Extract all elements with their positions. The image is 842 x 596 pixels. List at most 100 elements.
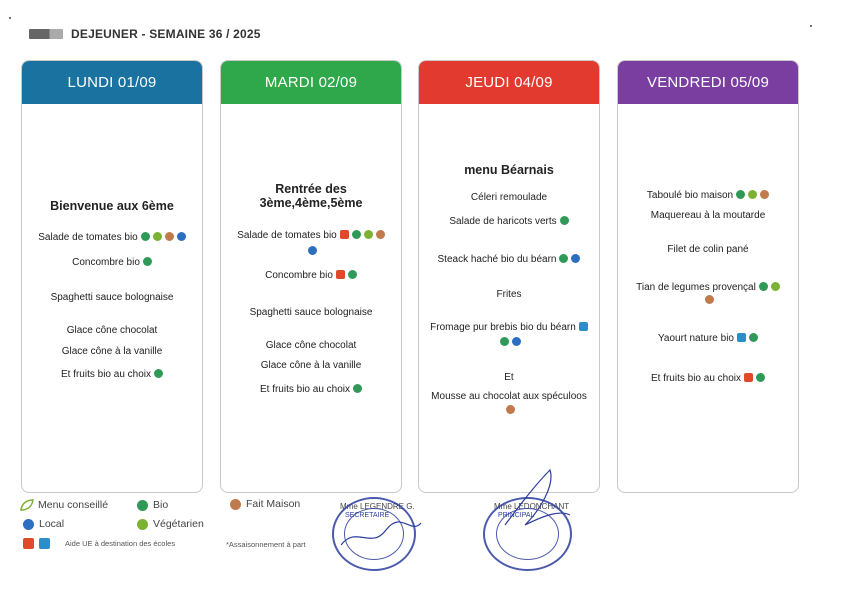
menu-item-text: Frites (496, 289, 522, 300)
fait-icon (164, 232, 174, 241)
header: DEJEUNER - SEMAINE 36 / 2025 (29, 27, 261, 41)
menu-item-text: Et fruits bio au choix (60, 369, 152, 380)
bio-icon (500, 337, 509, 346)
assaisonnement-note: *Assaisonnement à part (226, 540, 306, 549)
bio-icon (142, 257, 152, 266)
menu-item-text: Concombre bio (265, 270, 333, 281)
vege-icon (748, 190, 758, 199)
menu-heading: 3ème,4ème,5ème (221, 196, 401, 210)
menu-item-text: Glace cône chocolat (265, 340, 357, 351)
vege-icon (770, 282, 780, 291)
menu-item: Et fruits bio au choix (618, 373, 798, 384)
local-icon (23, 518, 34, 530)
legend-aide-ue: Aide UE à destination des écoles (23, 538, 175, 549)
bio-icon (347, 270, 357, 279)
local-icon (176, 232, 186, 241)
signature (340, 521, 422, 546)
menu-item: Mousse au chocolat aux spéculoos (419, 391, 599, 402)
menu-item-text: Mousse au chocolat aux spéculoos (431, 391, 587, 402)
bio-icon (758, 282, 768, 291)
corner-dot (9, 17, 11, 19)
menu-item-text: Spaghetti sauce bolognaise (249, 307, 373, 318)
menu-item: Et (419, 372, 599, 383)
menu-heading: Bienvenue aux 6ème (22, 199, 202, 213)
fait-icon (506, 405, 515, 414)
menu-item-text: Salade de tomates bio (237, 230, 337, 241)
menu-item-text: Et fruits bio au choix (650, 373, 742, 384)
menu-heading: Rentrée des (221, 182, 401, 196)
menu-item: Concombre bio (22, 257, 202, 268)
menu-item: Spaghetti sauce bolognaise (221, 307, 401, 318)
day-header: LUNDI 01/09 (22, 61, 202, 104)
legend-fait-maison: Fait Maison (230, 498, 300, 510)
menu-item-text: Fromage pur brebis bio du béarn (430, 322, 576, 333)
menu-item-text: Maquereau à la moutarde (650, 210, 766, 221)
day-header: JEUDI 04/09 (419, 61, 599, 104)
bio-icon (137, 499, 148, 511)
menu-item: Glace cône chocolat (221, 340, 401, 351)
menu-item-text: Glace cône à la vanille (260, 360, 362, 371)
local-icon (308, 246, 317, 255)
bio-icon (351, 230, 361, 239)
bio-icon (140, 232, 150, 241)
menu-item: Yaourt nature bio (618, 333, 798, 344)
legend-label: Fait Maison (246, 498, 301, 510)
fait-icon (760, 190, 770, 199)
menu-item-text: Taboulé bio maison (646, 190, 734, 201)
menu-item: Et fruits bio au choix (221, 384, 401, 395)
menu-item (419, 405, 599, 416)
ue-icon (744, 373, 754, 382)
vegetarien-icon (137, 518, 148, 530)
ue2-icon (578, 322, 588, 331)
menu-item-text: 3ème,4ème,5ème (259, 196, 363, 210)
menu-item-text: Et (504, 372, 514, 383)
fait-maison-icon (230, 498, 241, 510)
menu-item-text: Glace cône chocolat (66, 325, 158, 336)
ue2-icon (736, 333, 746, 342)
menu-item-text: Salade de tomates bio (38, 232, 138, 243)
menu-item: Glace cône chocolat (22, 325, 202, 336)
menu-item: Concombre bio (221, 270, 401, 281)
legend-label: Aide UE à destination des écoles (65, 539, 176, 548)
menu-item-text: Steack haché bio du béarn (437, 254, 557, 265)
menu-item-text: menu Béarnais (464, 163, 554, 177)
menu-item-text: Rentrée des (275, 182, 347, 196)
menu-item: Salade de tomates bio (22, 232, 202, 243)
menu-item: Glace cône à la vanille (22, 346, 202, 357)
bio-icon (756, 373, 766, 382)
day-header: VENDREDI 05/09 (618, 61, 798, 104)
menu-item (221, 246, 401, 257)
legend-label: Menu conseillé (38, 499, 109, 511)
local-icon (512, 337, 521, 346)
menu-item-text: Bienvenue aux 6ème (50, 199, 174, 213)
menu-item: Frites (419, 289, 599, 300)
ue-aid-icon (23, 538, 34, 549)
ue-aid-icon (39, 538, 50, 549)
bio-icon (353, 384, 363, 393)
page-title: DEJEUNER - SEMAINE 36 / 2025 (71, 27, 261, 41)
vege-icon (363, 230, 373, 239)
vege-icon (152, 232, 162, 241)
menu-item-text: Et fruits bio au choix (259, 384, 351, 395)
school-logo (29, 29, 63, 39)
menu-item-text: Glace cône à la vanille (61, 346, 163, 357)
legend-label: Bio (153, 499, 169, 511)
school-stamp (332, 497, 416, 571)
menu-item-text: Céleri remoulade (470, 192, 548, 203)
legend-vegetarien: Végétarien (137, 518, 204, 530)
local-icon (571, 254, 581, 263)
menu-item-text: Filet de colin pané (667, 244, 749, 255)
menu-item: Taboulé bio maison (618, 190, 798, 201)
bio-icon (736, 190, 746, 199)
menu-item: Et fruits bio au choix (22, 369, 202, 380)
menu-item: Glace cône à la vanille (221, 360, 401, 371)
menu-item-text: Concombre bio (72, 257, 140, 268)
menu-item (618, 295, 798, 306)
menu-item: Filet de colin pané (618, 244, 798, 255)
menu-item-text: Yaourt nature bio (658, 333, 734, 344)
menu-item: Steack haché bio du béarn (419, 254, 599, 265)
day-header: MARDI 02/09 (221, 61, 401, 104)
